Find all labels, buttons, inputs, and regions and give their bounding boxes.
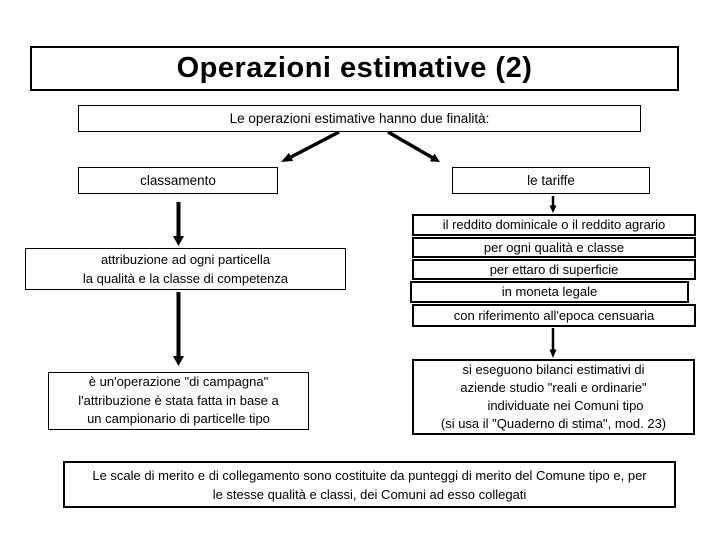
title-box: Operazioni estimative (2) [30, 46, 679, 91]
campagna-line-1: è un'operazione "di campagna" [88, 374, 269, 390]
bilanci-box: si eseguono bilanci estimativi di aziend… [412, 359, 695, 435]
tariffe-box: le tariffe [452, 167, 650, 194]
stack-item-ettaro: per ettaro di superficie [412, 259, 696, 280]
arrow-attribuzione-to-campagna [173, 292, 184, 366]
attribuzione-box: attribuzione ad ogni particella la quali… [25, 248, 346, 290]
bilanci-line-4: (si usa il "Quaderno di stima", mod. 23) [440, 416, 667, 431]
stack-item-qualita-classe-label: per ogni qualità e classe [483, 239, 625, 255]
stack-item-moneta: in moneta legale [410, 281, 689, 303]
stack-item-moneta-label: in moneta legale [501, 284, 598, 299]
classamento-box: classamento [78, 167, 278, 194]
campagna-line-3: un campionario di particelle tipo [87, 411, 270, 427]
stack-item-qualita-classe: per ogni qualità e classe [412, 237, 696, 258]
attribuzione-line-2: la qualità e la classe di competenza [82, 271, 289, 286]
arrow-intro-to-tariffe [387, 130, 440, 162]
stack-item-epoca-censuaria: con riferimento all'epoca censuaria [412, 304, 696, 327]
arrow-tariffe-to-stack [549, 196, 557, 213]
classamento-label: classamento [140, 172, 216, 188]
page-title: Operazioni estimative (2) [176, 52, 533, 84]
arrow-intro-to-classamento [281, 130, 340, 162]
stack-item-ettaro-label: per ettaro di superficie [489, 261, 619, 277]
campagna-line-2: l'attribuzione è stata fatta in base a [78, 392, 279, 408]
stack-item-epoca-censuaria-label: con riferimento all'epoca censuaria [453, 307, 655, 323]
attribuzione-line-1: attribuzione ad ogni particella [100, 252, 271, 267]
arrow-stack-to-bilanci [549, 328, 557, 358]
footer-line-1: Le scale di merito e di collegamento son… [92, 467, 647, 483]
bilanci-line-1: si eseguono bilanci estimativi di [462, 362, 645, 377]
arrow-classamento-to-attribuzione [173, 202, 184, 246]
intro-box: Le operazioni estimative hanno due final… [78, 105, 641, 132]
tariffe-label: le tariffe [527, 172, 575, 188]
bilanci-line-3: individuate nei Comuni tipo [487, 398, 644, 413]
footer-box: Le scale di merito e di collegamento son… [63, 461, 676, 508]
stack-item-reddito: il reddito dominicale o il reddito agrar… [412, 214, 696, 236]
footer-line-2: le stesse qualità e classi, dei Comuni a… [212, 486, 527, 502]
bilanci-line-2: aziende studio "reali e ordinarie" [460, 380, 647, 395]
intro-text: Le operazioni estimative hanno due final… [229, 110, 490, 126]
stack-item-reddito-label: il reddito dominicale o il reddito agrar… [442, 217, 666, 232]
campagna-box: è un'operazione "di campagna" l'attribuz… [48, 372, 309, 430]
